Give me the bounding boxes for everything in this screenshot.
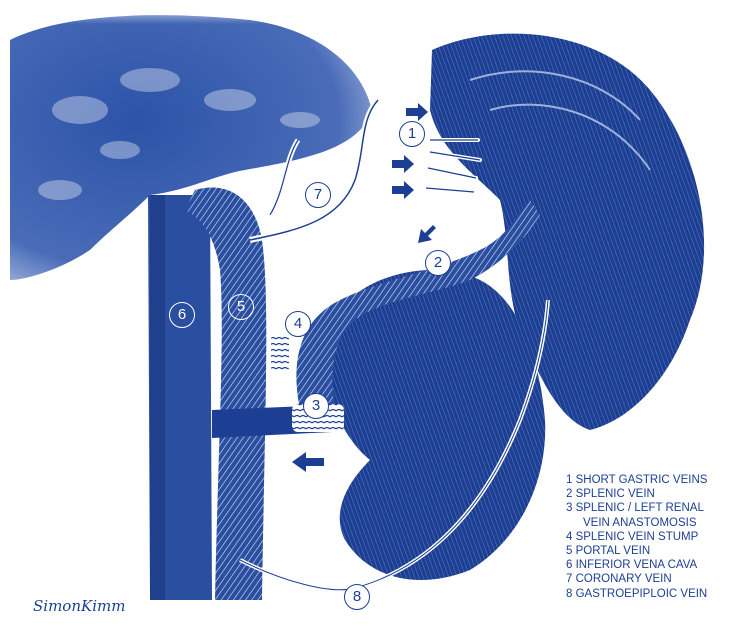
artist-signature: SimonKimm (33, 597, 125, 615)
legend-item-8: 8 GASTROEPIPLOIC VEIN (566, 587, 731, 601)
marker-7: 7 (305, 182, 331, 208)
legend-item-3-continued: VEIN ANASTOMOSIS (566, 516, 731, 530)
legend: 1 SHORT GASTRIC VEINS 2 SPLENIC VEIN 3 S… (566, 473, 731, 601)
marker-5: 5 (228, 294, 254, 320)
marker-8: 8 (344, 584, 370, 610)
legend-item-4: 4 SPLENIC VEIN STUMP (566, 530, 731, 544)
legend-item-1: 1 SHORT GASTRIC VEINS (566, 473, 731, 487)
legend-item-3: 3 SPLENIC / LEFT RENAL (566, 501, 731, 515)
legend-item-5: 5 PORTAL VEIN (566, 544, 731, 558)
legend-item-7: 7 CORONARY VEIN (566, 572, 731, 586)
marker-2: 2 (425, 250, 451, 276)
marker-1: 1 (399, 121, 425, 147)
marker-6: 6 (169, 302, 195, 328)
legend-item-2: 2 SPLENIC VEIN (566, 487, 731, 501)
legend-item-6: 6 INFERIOR VENA CAVA (566, 558, 731, 572)
arrow-icon (406, 103, 428, 121)
kidney (329, 270, 545, 580)
marker-3: 3 (303, 393, 329, 419)
marker-4: 4 (285, 311, 311, 337)
arrow-icon (418, 225, 436, 243)
arrow-icon (292, 452, 324, 472)
